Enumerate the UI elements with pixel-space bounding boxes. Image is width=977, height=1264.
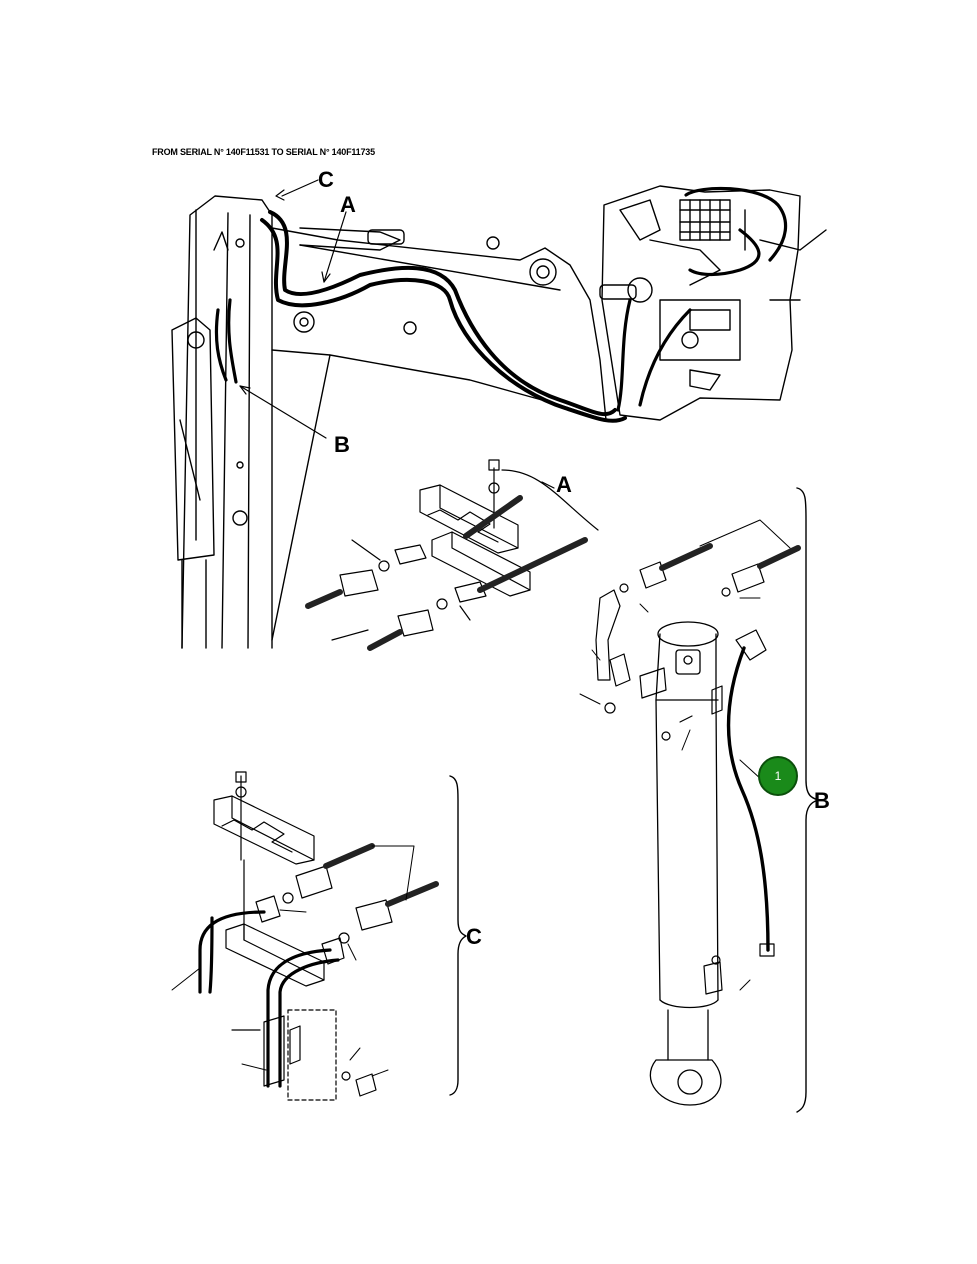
detail-c-leaders <box>171 845 415 1077</box>
detail-c-hoses <box>323 843 439 907</box>
detail-a-bracket <box>331 469 599 641</box>
detail-b-tube <box>726 646 770 952</box>
callout-b-detail: B <box>814 788 830 813</box>
boom <box>271 227 607 641</box>
detail-a-clamp-assembly <box>339 459 531 637</box>
detail-a-hoses <box>305 495 588 651</box>
callout-leaders-top <box>239 179 347 439</box>
valve-hoses <box>616 186 788 412</box>
callout-a-top: A <box>340 192 356 217</box>
serial-range-header: FROM SERIAL N° 140F11531 TO SERIAL N° 14… <box>152 147 375 157</box>
arm-hoses <box>214 298 238 384</box>
callout-a-detail: A <box>556 472 572 497</box>
callout-c-top: C <box>318 167 334 192</box>
detail-b-fittings <box>595 561 775 995</box>
detail-c-clamp-assembly <box>213 771 325 987</box>
detail-b-leaders <box>579 519 791 991</box>
group-braces <box>449 487 819 1113</box>
callout-b-top: B <box>334 432 350 457</box>
detail-c-tubes <box>198 910 340 1088</box>
callout-c-detail: C <box>466 924 482 949</box>
detail-b-cylinder <box>649 621 722 1106</box>
item-reference-badge[interactable]: 1 <box>758 756 798 796</box>
dipper-arm <box>171 195 273 649</box>
detail-c-fittings <box>231 865 393 1101</box>
tractor-frame <box>599 185 827 421</box>
boom-hoses <box>260 210 627 423</box>
detail-b-hoses <box>659 543 801 571</box>
